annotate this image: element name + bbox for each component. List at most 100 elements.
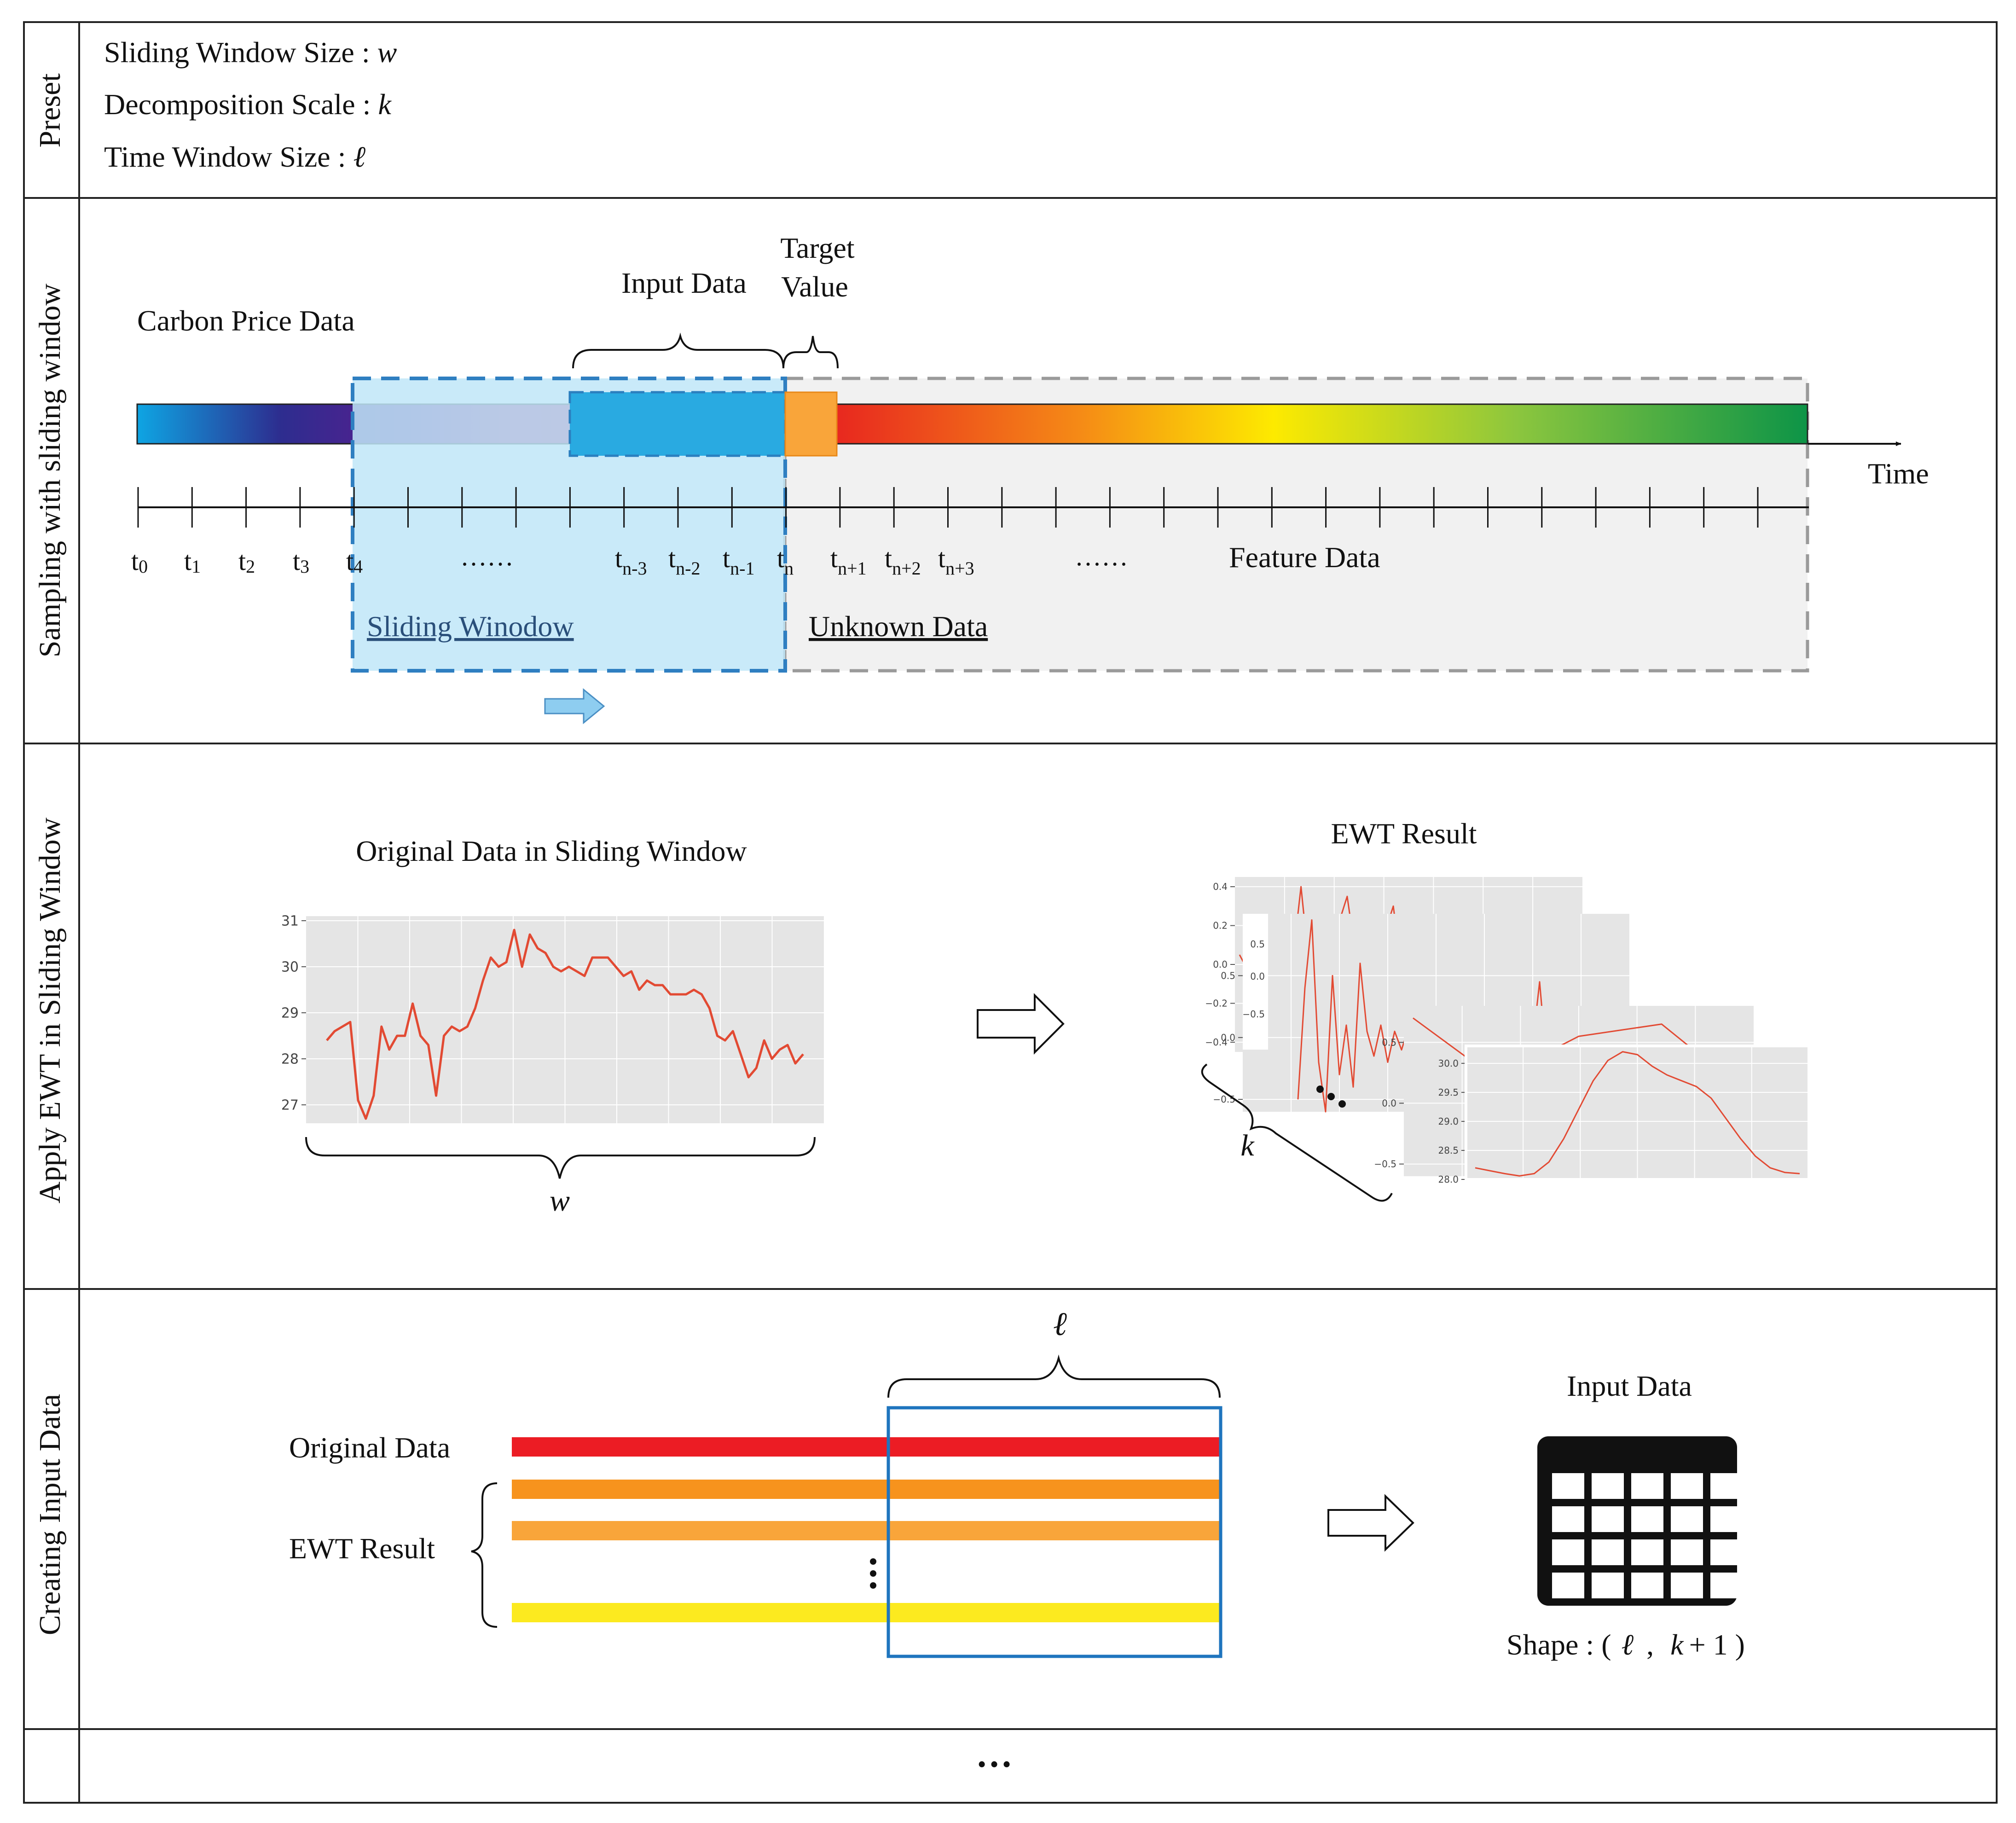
table-cell (1710, 1473, 1743, 1499)
table-cell (1710, 1573, 1743, 1598)
target-value-line1: Target (780, 232, 855, 264)
shape-suffix: + 1 ) (1689, 1628, 1745, 1661)
tick-label: tn-3 (615, 543, 647, 579)
preset-symbol: ℓ (353, 140, 365, 173)
y-tick-label: 0.5 (1250, 939, 1265, 950)
ewt-result-title: EWT Result (1331, 817, 1477, 850)
table-cell (1631, 1506, 1663, 1532)
tick-label: t4 (346, 546, 363, 577)
ewt-component-plot: 30.0 29.5 29.0 28.5 28.0 (1438, 1046, 1809, 1185)
carbon-price-bar-right (836, 403, 1808, 445)
tick-label: t1 (184, 546, 201, 577)
table-cell (1710, 1506, 1743, 1532)
y-tick-label: −0.5 (1242, 1009, 1265, 1020)
time-window-symbol: ℓ (1053, 1306, 1067, 1342)
table-cell (1592, 1506, 1624, 1532)
time-ticks (137, 487, 1759, 528)
preset-label: Time Window Size : (104, 140, 353, 173)
ellipsis-right: …… (1075, 541, 1128, 571)
y-tick-label: 0.0 (1250, 971, 1265, 982)
y-tick-label: −0.4 (1205, 1037, 1228, 1048)
preset-label: Decomposition Scale : (104, 88, 378, 121)
stack-ellipsis-dot (1338, 1100, 1346, 1108)
shape-prefix: Shape : ( (1506, 1628, 1611, 1661)
y-tick-label: 30.0 (1438, 1058, 1459, 1069)
carbon-price-label: Carbon Price Data (137, 304, 355, 337)
unknown-data-label: Unknown Data (809, 610, 988, 643)
y-tick-label: −0.5 (1213, 1094, 1235, 1105)
tick-label: tn (777, 543, 794, 579)
table-cell (1552, 1573, 1584, 1598)
row-label-creating: Creating Input Data (33, 1394, 67, 1635)
y-tick-label: 0.2 (1213, 920, 1228, 931)
series-line (1475, 1051, 1800, 1177)
table-cell (1631, 1539, 1663, 1565)
ewt-result-stack: 0.4 0.2 0.0 −0.2 −0.4 0.5 0.0 −0.5 0.5 0.0 −0.5 0.5… (1205, 877, 1810, 1185)
plot-margin (1243, 914, 1268, 1050)
preset-list: Sliding Window Size : w Decomposition Sc… (104, 36, 397, 173)
y-tick-label: 0.0 (1382, 1097, 1396, 1109)
stack-ellipsis-dot (1327, 1093, 1335, 1100)
table-frame (23, 21, 1998, 1804)
apply-section: Original Data in Sliding Window 27282930… (281, 817, 1810, 1218)
preset-symbol: w (377, 36, 397, 69)
y-tick-label: 30 (281, 959, 299, 975)
y-tick-label: 29 (281, 1005, 299, 1022)
original-chart-title: Original Data in Sliding Window (356, 835, 747, 867)
target-value-line2: Value (781, 270, 848, 303)
feature-data-label: Feature Data (1229, 541, 1380, 574)
input-data-title: Input Data (1567, 1370, 1692, 1402)
shape-comma: , (1646, 1628, 1654, 1661)
target-value-block (784, 391, 838, 457)
y-tick-label: −0.2 (1205, 998, 1228, 1009)
y-tick-label: 29.5 (1438, 1087, 1459, 1098)
tick-label: tn-2 (668, 543, 700, 579)
sliding-window-label: Sliding Winodow (367, 610, 574, 643)
y-tick-label: 0.4 (1213, 881, 1228, 892)
y-tick-label: 29.0 (1438, 1116, 1459, 1127)
series-line (326, 929, 804, 1120)
window-size-brace (305, 1137, 816, 1179)
transform-arrow (977, 993, 1065, 1055)
ellipsis-left: …… (460, 541, 514, 571)
time-window-brace (887, 1354, 1221, 1398)
time-window-box (886, 1406, 1222, 1658)
ewt-result-label: EWT Result (289, 1532, 435, 1565)
y-tick-label: 0.5 (1382, 1037, 1396, 1048)
feature-bar (512, 1603, 1221, 1622)
y-tick-label: 31 (281, 913, 299, 929)
y-tick-label: 0.0 (1221, 1032, 1235, 1043)
table-icon (1537, 1436, 1743, 1606)
tick-label: tn-1 (723, 543, 754, 579)
table-cell (1671, 1573, 1703, 1598)
y-tick-label: −0.5 (1374, 1159, 1396, 1170)
scale-brace (1201, 1063, 1393, 1202)
tick-label: tn+3 (938, 543, 974, 579)
y-tick-label: 28.5 (1438, 1145, 1459, 1156)
preset-item: Sliding Window Size : w (104, 36, 397, 69)
stack-ellipsis-dot (1316, 1086, 1324, 1093)
output-arrow (1327, 1494, 1414, 1552)
row-label-apply: Apply EWT in Sliding Window (33, 818, 67, 1204)
y-tick-label: 27 (281, 1097, 299, 1114)
feature-bar (512, 1437, 1221, 1457)
preset-symbol: k (378, 88, 392, 121)
row-label-preset: Preset (33, 73, 67, 147)
shape-label: Shape : ( ℓ, k+ 1 ) (1506, 1628, 1745, 1661)
table-cell (1592, 1573, 1624, 1598)
table-cell (1631, 1573, 1663, 1598)
time-label: Time (1868, 457, 1929, 490)
tick-label: tn+1 (830, 543, 867, 579)
shape-l: ℓ (1622, 1628, 1634, 1661)
shape-k: k (1670, 1628, 1684, 1661)
more-ellipsis: … (976, 1735, 1013, 1775)
slide-direction-arrow (544, 688, 605, 725)
y-tick-label: 0.5 (1221, 970, 1235, 981)
table-cell (1552, 1473, 1584, 1499)
feature-bar (512, 1480, 1221, 1499)
sampling-section: Time Carbon Price Data Input Data Target… (131, 232, 1929, 725)
y-tick-label: 28.0 (1438, 1174, 1459, 1185)
